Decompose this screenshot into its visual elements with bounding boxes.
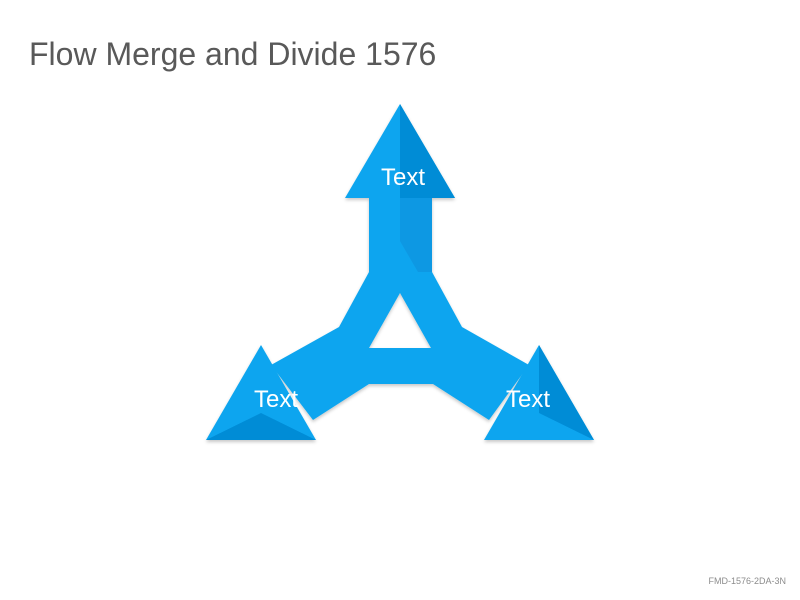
arrow-body: [271, 196, 529, 420]
slide-title: Flow Merge and Divide 1576: [29, 36, 437, 72]
arrow-up-label: Text: [381, 164, 425, 191]
merge-divide-shape: [206, 104, 594, 440]
top-shaft-shade: [400, 196, 432, 272]
arrow-down-left-head-shade: [206, 413, 316, 440]
arrow-up-head-shade: [400, 104, 455, 198]
arrow-down-left-label: Text: [254, 386, 298, 413]
footer-code: FMD-1576-2DA-3N: [708, 576, 786, 586]
arrow-down-right: [484, 345, 594, 440]
arrow-down-left: [206, 345, 316, 440]
arrow-down-right-head-shade: [539, 345, 594, 440]
arrow-down-right-label: Text: [506, 386, 550, 413]
arrow-down-left-head: [206, 345, 316, 440]
arrow-up: [345, 104, 455, 198]
